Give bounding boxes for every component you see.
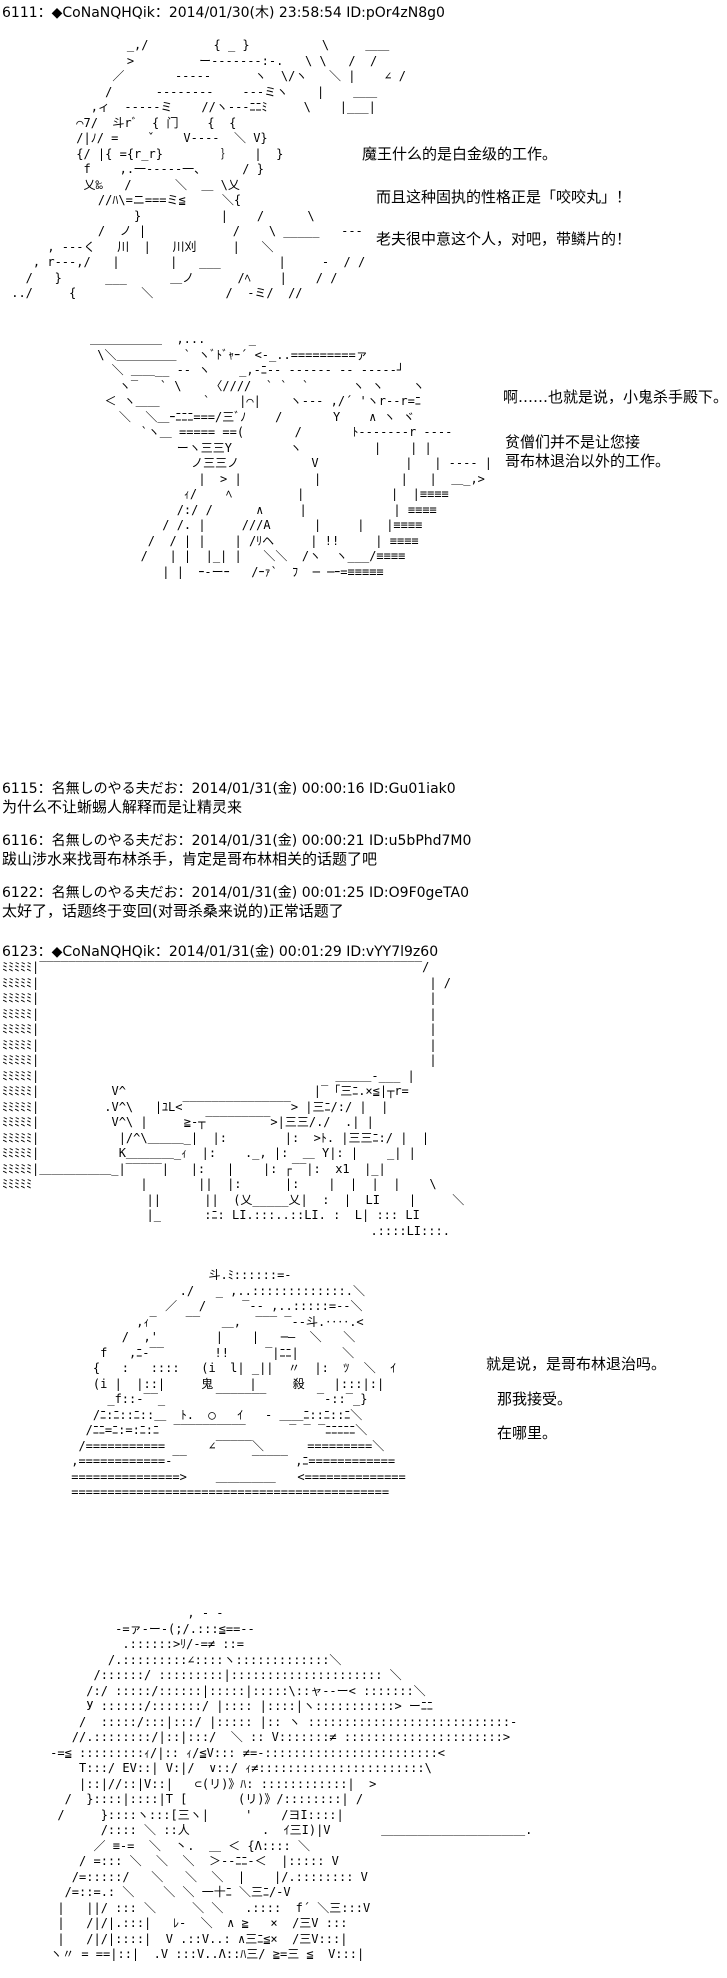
post-header: 6116：名無しのやる夫だお：2014/01/31(金) 00:00:21 ID… (2, 833, 472, 849)
dialogue-line: 贫僧们并不是让您接 (505, 433, 641, 451)
post-text: 为什么不让蜥蜴人解释而是让精灵来 (2, 798, 243, 816)
ascii-art-wizard: _,/ { _ } \ ＿＿ > ー-------:-. \ \ / / ／ -… (11, 38, 407, 300)
post-header: 6115：名無しのやる夫だお：2014/01/31(金) 00:00:16 ID… (2, 781, 456, 797)
ascii-art-guild-building: ﾐﾐﾐﾐﾐ|‾‾‾‾‾‾‾‾‾‾‾‾‾‾‾‾‾‾‾‾‾‾‾‾‾‾‾‾‾‾‾‾‾‾… (2, 960, 465, 1238)
dialogue-line: 哥布林退治以外的工作。 (505, 452, 671, 470)
post-header: 6122：名無しのやる夫だお：2014/01/31(金) 00:01:25 ID… (2, 885, 469, 901)
dialogue-line: 啊……也就是说，小鬼杀手殿下。 (503, 388, 727, 406)
post-header: 6111：◆CoNaNQHQik：2014/01/30(木) 23:58:54 … (2, 5, 445, 21)
dialogue-line: 在哪里。 (497, 1424, 558, 1442)
dialogue-line: 老夫很中意这个人，对吧，带鳞片的！ (376, 230, 632, 248)
post-text: 跋山涉水来找哥布林杀手，肯定是哥布林相关的话题了吧 (2, 850, 378, 868)
ascii-art-armored-knight: 斗.ﾐ::::::=- ./ _ ,..:::::::::::::.＼ ／ / … (71, 1268, 406, 1499)
ascii-art-elf-priest: ＿＿＿＿＿＿ ,... _ \＼＿＿＿＿＿ ` ヽﾞﾄﾞｬｰ´ <-_..===… (90, 332, 493, 579)
post-text: 太好了，话题终于变回(对哥杀桑来说的)正常话题了 (2, 902, 344, 920)
ascii-art-priestess: , - - -=ァ‐ー-(;/.:::≦==-- .::::::>ﾘ/-=≠ :… (50, 1606, 533, 1961)
dialogue-line: 而且这种固执的性格正是「咬咬丸」！ (376, 188, 632, 206)
dialogue-line: 魔王什么的是白金级的工作。 (362, 145, 558, 163)
dialogue-line: 就是说，是哥布林退治吗。 (486, 1355, 667, 1373)
dialogue-line: 那我接受。 (497, 1390, 573, 1408)
post-header: 6123：◆CoNaNQHQik：2014/01/31(金) 00:01:29 … (2, 944, 439, 960)
